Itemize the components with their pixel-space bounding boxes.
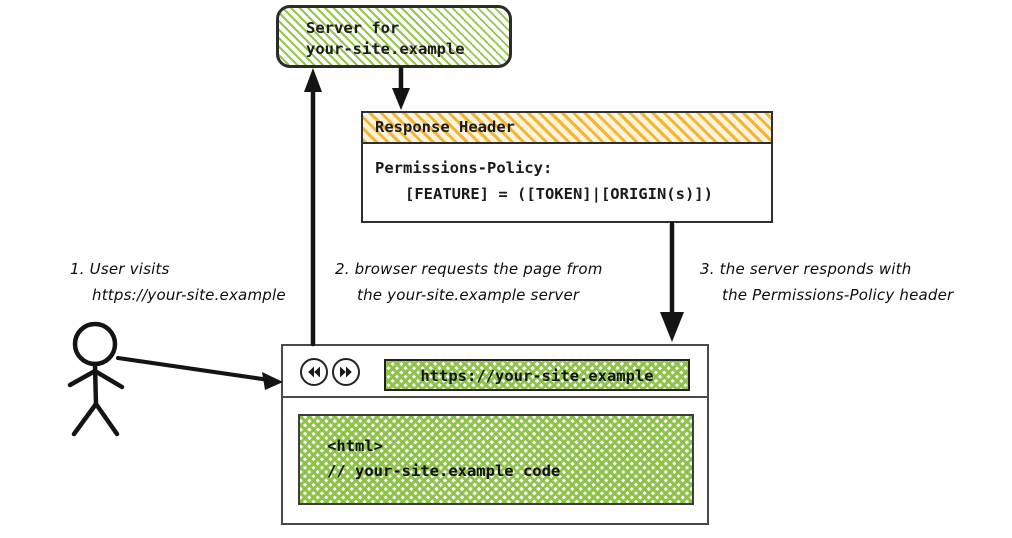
arrow-server-to-response-header <box>392 66 410 110</box>
annotation-step-3-line2: the Permissions-Policy header <box>722 286 954 304</box>
server-box-line1: Server for <box>306 19 400 37</box>
permissions-policy-line: Permissions-Policy: <box>375 159 553 177</box>
back-button[interactable] <box>300 358 328 386</box>
browser-toolbar: https://your-site.example <box>283 346 707 398</box>
annotation-step-2: 2. browser requests the page from the you… <box>335 256 603 308</box>
annotation-step-1-line2: https://your-site.example <box>92 286 286 304</box>
annotation-step-3-line1: 3. the server responds with <box>700 260 912 278</box>
annotation-step-2-line2: the your-site.example server <box>357 286 580 304</box>
annotation-step-2-line1: 2. browser requests the page from <box>335 260 603 278</box>
annotation-step-3: 3. the server responds with the Permissio… <box>700 256 953 308</box>
server-box-line2: your-site.example <box>306 40 465 58</box>
url-bar[interactable]: https://your-site.example <box>384 359 690 391</box>
response-header-title: Response Header <box>375 118 515 136</box>
arrow-user-to-browser <box>116 356 283 390</box>
annotation-step-1-line1: 1. User visits <box>70 260 170 278</box>
user-stick-figure <box>67 321 125 437</box>
page-source-code: <html> // your-site.example code <box>327 434 560 484</box>
server-box-text: Server for your-site.example <box>306 18 465 60</box>
response-header-box: Response Header Permissions-Policy: [FEA… <box>361 111 773 223</box>
browser-window: https://your-site.example <html> // your… <box>281 344 709 525</box>
response-header-body: Permissions-Policy: [FEATURE] = ([TOKEN]… <box>363 144 771 207</box>
fast-forward-icon <box>340 366 352 378</box>
response-header-title-bar: Response Header <box>363 113 771 144</box>
arrow-browser-to-server <box>304 68 322 347</box>
stick-figure-arms <box>67 368 125 390</box>
server-box: Server for your-site.example <box>276 5 512 68</box>
annotation-step-1: 1. User visits https://your-site.example <box>70 256 286 308</box>
stick-figure-legs <box>71 401 120 437</box>
page-content-area: <html> // your-site.example code <box>298 414 694 505</box>
forward-button[interactable] <box>332 358 360 386</box>
arrow-response-header-to-browser <box>660 221 684 342</box>
page-code-line1: <html> <box>327 437 383 455</box>
page-code-line2: // your-site.example code <box>327 462 561 480</box>
permissions-policy-value: [FEATURE] = ([TOKEN]|[ORIGIN(s)]) <box>405 185 713 203</box>
stick-figure-head <box>72 321 118 367</box>
rewind-icon <box>308 366 320 378</box>
stick-figure-body <box>92 361 99 408</box>
url-text: https://your-site.example <box>420 367 654 385</box>
